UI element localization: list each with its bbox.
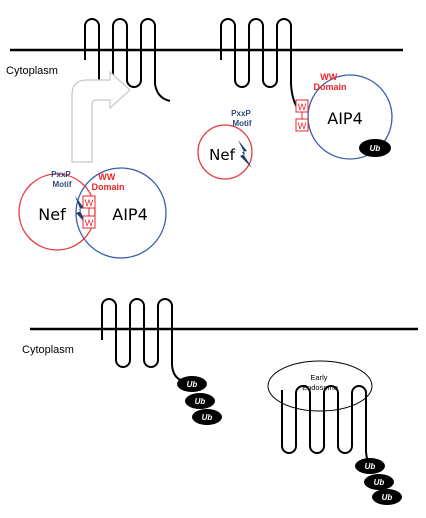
ww-box-letter-top-bound: W [85, 198, 94, 208]
nef-label-free: Nef [209, 146, 235, 164]
receptor-endosome [281, 385, 371, 467]
nef-circle-free [197, 124, 253, 180]
cytoplasm-label-top: Cytoplasm [6, 65, 58, 77]
ub-label-endosome-1: Ub [365, 462, 376, 471]
ub-blob-endosome-3 [372, 489, 402, 505]
lightning-bolt-icon-free [238, 140, 252, 168]
top-panel: Cytoplasm PxxP Motif WW Domain W W Nef A… [6, 18, 403, 259]
ww-domain-label-bound: WW Domain [91, 172, 124, 192]
nef-label-bound: Nef [38, 205, 66, 224]
ub-blob-endosome-1 [355, 458, 385, 474]
cytoplasm-label-bottom: Cytoplasm [22, 344, 74, 356]
lightning-bolt-icon-bound [75, 196, 88, 226]
aip4-label-membrane: AIP4 [327, 109, 363, 128]
aip4-circle-membrane [307, 74, 393, 160]
receptor-right [220, 18, 301, 113]
bottom-panel: Cytoplasm Ub Ub Ub Early Endosome Ub Ub … [22, 298, 418, 505]
ub-blob-receptor-2 [185, 393, 215, 409]
ub-label-endosome-2: Ub [374, 478, 385, 487]
pxxp-motif-label-bound: PxxP Motif [51, 170, 73, 189]
nef-circle-bound [18, 173, 96, 251]
ub-label-receptor-1: Ub [187, 380, 198, 389]
pxxp-motif-label-free: PxxP Motif [231, 109, 253, 128]
receptor-bottom [101, 298, 184, 382]
ub-label-endosome-3: Ub [382, 493, 393, 502]
ub-blob-receptor-1 [177, 376, 207, 392]
ub-label-receptor-2: Ub [195, 397, 206, 406]
ww-box-letter-top-membrane: W [298, 102, 307, 112]
aip4-label-bound: AIP4 [112, 205, 148, 224]
ub-blob-aip4 [359, 139, 391, 157]
receptor-left [84, 18, 171, 102]
early-endosome-label: Early Endosome [302, 373, 338, 392]
ub-blob-receptor-3 [192, 409, 222, 425]
ww-box-letter-bottom-membrane: W [298, 121, 307, 131]
ub-blob-endosome-2 [364, 474, 394, 490]
ub-label-aip4: Ub [370, 144, 381, 153]
ub-label-receptor-3: Ub [202, 413, 213, 422]
early-endosome [267, 360, 373, 412]
ww-box-letter-bottom-bound: W [85, 218, 94, 228]
ww-domain-label-membrane: WW Domain [313, 72, 346, 92]
curved-arrow-icon [71, 70, 131, 163]
